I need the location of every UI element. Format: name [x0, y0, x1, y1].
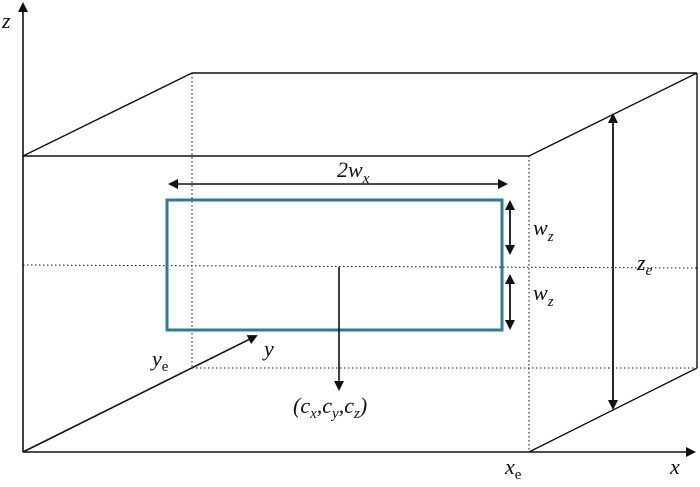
y-axis-label: y — [262, 336, 274, 361]
ze-label: ze — [636, 250, 653, 279]
y-axis — [22, 335, 258, 453]
width-x-label: 2wx — [337, 157, 370, 187]
ye-label: ye — [150, 346, 169, 375]
center-label: (cx,cy,cz) — [293, 393, 367, 422]
xe-label: xe — [504, 454, 522, 483]
cross-section-rectangle — [165, 198, 504, 332]
x-axis-label: x — [669, 454, 680, 479]
wz-bottom-label: wz — [533, 280, 554, 310]
wz-top-label: wz — [533, 215, 554, 245]
z-axis-label: z — [1, 8, 11, 33]
